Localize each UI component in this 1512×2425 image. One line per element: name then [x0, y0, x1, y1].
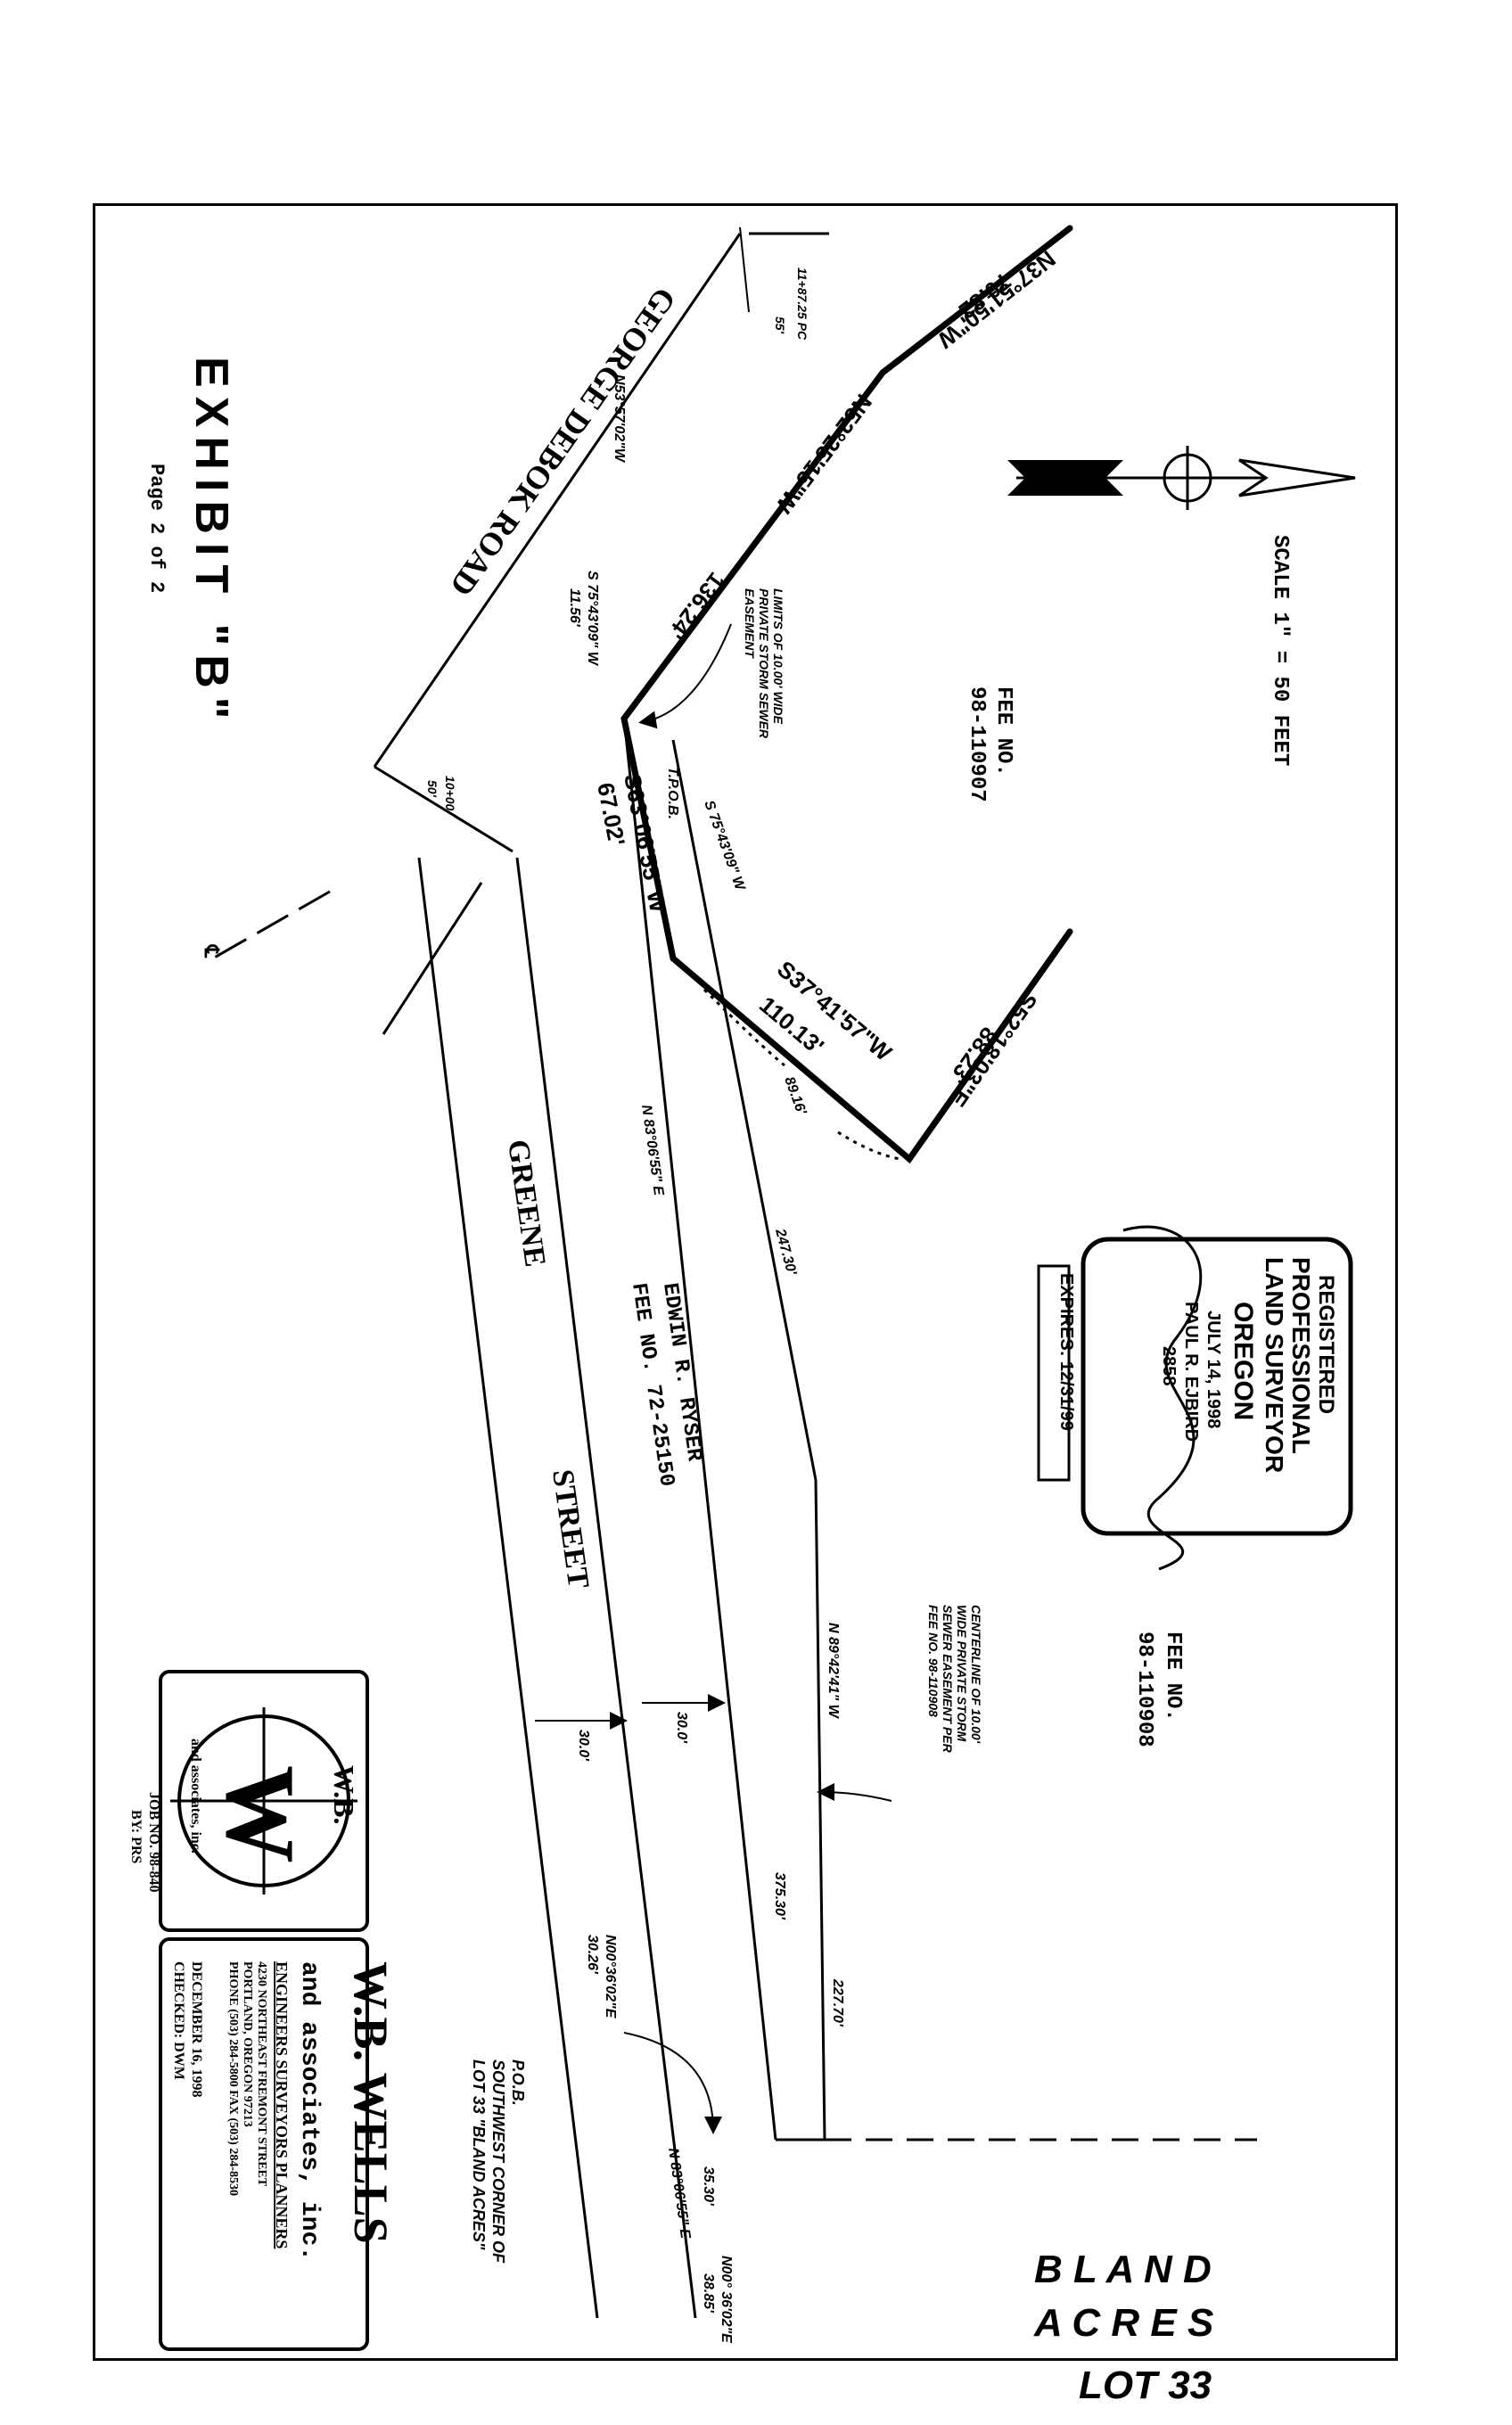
centerline-line2: WIDE PRIVATE STORM [955, 1605, 969, 1742]
north-arrow-icon [1007, 446, 1356, 510]
stamp-line3: LAND SURVEYOR [1261, 1257, 1288, 1473]
company-sub: and associates, inc. [295, 1961, 323, 2261]
company-city: PORTLAND, OREGON 97213 [241, 1961, 254, 2127]
limits-line2: PRIVATE STORM SEWER [757, 588, 771, 739]
curve-arc [837, 1130, 901, 1161]
pob-line3: LOT 33 "BLAND ACRES" [470, 2059, 488, 2250]
dist-227: 227.70' [830, 1978, 845, 2027]
dist-89: 89.16' [781, 1075, 809, 1118]
greene-street-lines [417, 718, 826, 2319]
width-30-b: 30.0' [674, 1712, 689, 1744]
scale-label: SCALE 1" = 50 FEET [1268, 535, 1292, 766]
stamp-line6: PAUL R. EJBIRD [1181, 1302, 1201, 1442]
logo-letters: W.B. [328, 1765, 360, 1824]
company-services: ENGINEERS SURVEYORS PLANNERS [273, 1961, 291, 2248]
dimension-arrows [535, 623, 892, 2134]
fee-top-line2: 98-110907 [965, 686, 989, 802]
company-addr: 4230 NORTHEAST FREMONT STREET [255, 1961, 268, 2187]
stamp-line7: 2858 [1159, 1346, 1179, 1386]
limits-line1: LIMITS OF 10.00' WIDE [771, 588, 785, 725]
company-logo-icon: W W.B. and associates, inc. [170, 1707, 360, 1895]
station-55: 55' [773, 316, 787, 334]
dist-136: 136.24' [663, 567, 731, 645]
stamp-line1: REGISTERED [1314, 1275, 1338, 1414]
company-name: W.B. WELLS [344, 1961, 398, 2244]
curve-89 [703, 988, 785, 1067]
company-phone: PHONE (503) 284-5800 FAX (503) 284-8530 [226, 1961, 240, 2196]
drawing-frame [93, 203, 1398, 2361]
title-block: W W.B. and associates, inc. W.B. WELLS a… [128, 1670, 398, 2351]
bearing-s75-a-dist: 11.56' [567, 588, 582, 628]
company-date: DECEMBER 16, 1998 [189, 1961, 204, 2097]
road-george-debok: GEORGE DEBOK ROAD [443, 281, 683, 602]
parcel-boundary [620, 225, 1073, 1164]
stamp-expires: EXPIRES: 12/31/99 [1056, 1273, 1076, 1431]
bearing-n53: N53°57'02"W [612, 374, 627, 464]
bearing-n52: N52°25'15"W [770, 389, 877, 518]
dist-375: 375.30' [772, 1872, 787, 1920]
george-debok-road [204, 232, 829, 1035]
bearing-n83-b: N 83°06'55" E [665, 2147, 693, 2240]
bearing-n00-b-dist: 38.85' [701, 2273, 716, 2314]
bearing-s75-a: S 75°43'09" W [585, 571, 600, 667]
company-job: JOB NO. 98-840 [146, 1792, 161, 1892]
bearing-n89: N 89°42'41" W [826, 1623, 841, 1720]
pob-line1: P.O.B. [509, 2059, 527, 2106]
bearing-n00-a: N00°36'02"E [603, 1935, 618, 2019]
station-top: 11+87.25 PC [795, 267, 809, 341]
road-greene: GREENE [501, 1138, 552, 1269]
company-by: BY: PRS [128, 1810, 144, 1863]
signature-icon [1122, 1225, 1203, 1571]
exhibit-title: EXHIBIT "B" [185, 357, 237, 728]
lot-line2: A C R E S [1033, 2301, 1213, 2345]
fee-right-line1: FEE NO. [1161, 1632, 1185, 1722]
centerline-line1: CENTERLINE OF 10.00' [969, 1605, 983, 1744]
stamp-line5: JULY 14, 1998 [1204, 1311, 1223, 1428]
bearing-s75-b: S 75°43'09" W [701, 799, 748, 894]
bearing-n00-a-dist: 30.26' [585, 1935, 600, 1975]
stamp-line2: PROFESSIONAL [1287, 1257, 1315, 1454]
logo-arc-text: and associates, inc. [188, 1739, 203, 1854]
station-50: 50' [425, 780, 440, 798]
station-tick-top [739, 226, 750, 313]
exhibit-page: Page 2 of 2 [145, 464, 168, 593]
tpob-label: T.P.O.B. [665, 767, 680, 819]
lot-line3: LOT 33 [1079, 2363, 1212, 2407]
bearing-n83-a: N 83°06'55" E [638, 1104, 666, 1197]
limits-line3: EASEMENT [743, 588, 757, 659]
lot-line1: B L A N D [1034, 2248, 1212, 2291]
road-street: STREET [546, 1467, 595, 1591]
centerline-symbol: ℄ [201, 944, 223, 958]
centerline-line4: FEE NO. 98-110908 [926, 1605, 941, 1717]
logo-big-letter: W [206, 1765, 315, 1863]
company-checked: CHECKED: DWM [171, 1961, 186, 2080]
station-left: 10+00 [443, 776, 457, 811]
pob-line2: SOUTHWEST CORNER OF [489, 2059, 507, 2264]
bearing-n00-b: N00° 36'02"E [719, 2256, 734, 2344]
width-30-a: 30.0' [576, 1730, 591, 1762]
surveyor-stamp: REGISTERED PROFESSIONAL LAND SURVEYOR OR… [1037, 1225, 1353, 1571]
stamp-line4: OREGON [1228, 1302, 1258, 1420]
fee-top-line1: FEE NO. [991, 686, 1015, 777]
dist-35: 35.30' [701, 2166, 716, 2207]
centerline-line3: SEWER EASEMENT PER [941, 1605, 955, 1754]
fee-right-line2: 98-110908 [1132, 1632, 1156, 1747]
